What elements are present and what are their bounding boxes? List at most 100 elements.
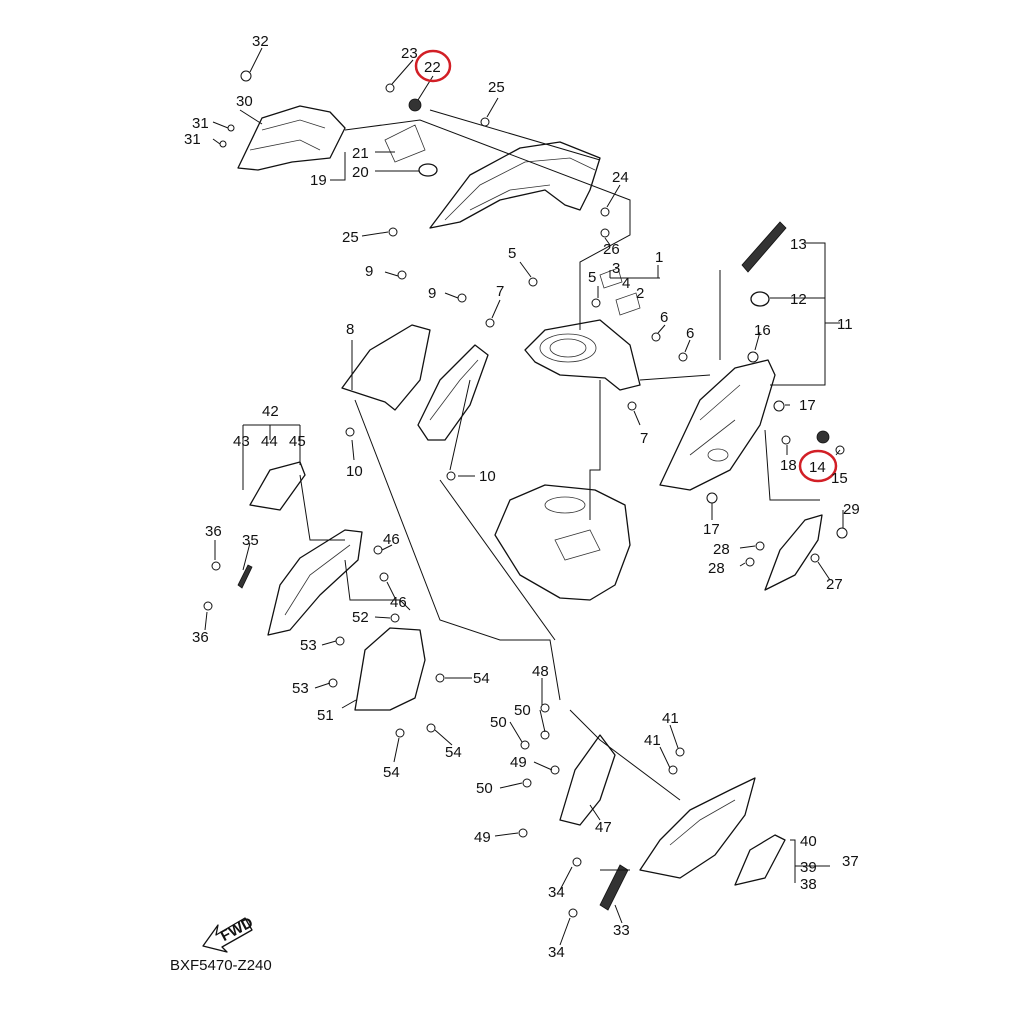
fasteners xyxy=(203,70,848,918)
label-7: 7 xyxy=(640,430,648,447)
label-21: 21 xyxy=(352,145,369,162)
label-48: 48 xyxy=(532,663,549,680)
label-27: 27 xyxy=(826,576,843,593)
label-40: 40 xyxy=(800,833,817,850)
part-33-spring xyxy=(599,864,629,911)
label-53: 53 xyxy=(292,680,309,697)
part-1-center-bracket xyxy=(524,319,641,391)
highlight-circle-22 xyxy=(414,49,452,83)
part-40-grille xyxy=(734,834,786,886)
fwd-label: FWD xyxy=(218,914,256,945)
part-20-grommet xyxy=(418,163,438,177)
part-35-spring xyxy=(237,564,253,589)
label-36: 36 xyxy=(192,629,209,646)
label-10: 10 xyxy=(346,463,363,480)
label-53: 53 xyxy=(300,637,317,654)
label-49: 49 xyxy=(474,829,491,846)
label-36: 36 xyxy=(205,523,222,540)
label-38: 38 xyxy=(800,876,817,893)
part-3-panel xyxy=(599,267,623,289)
label-41: 41 xyxy=(644,732,661,749)
label-33: 33 xyxy=(613,922,630,939)
label-16: 16 xyxy=(754,322,771,339)
label-17: 17 xyxy=(703,521,720,538)
dashed-assembly-lines xyxy=(299,109,820,871)
part-42-grille xyxy=(249,461,306,511)
part-37-cover xyxy=(639,777,756,879)
label-54: 54 xyxy=(445,744,462,761)
label-39: 39 xyxy=(800,859,817,876)
fuel-tank xyxy=(494,484,631,601)
callout-labels: 32 23 22 25 30 31 31 21 20 19 24 25 26 5… xyxy=(170,33,860,974)
label-54: 54 xyxy=(473,670,490,687)
label-6: 6 xyxy=(686,325,694,342)
label-52: 52 xyxy=(352,609,369,626)
part-30-cover xyxy=(237,105,346,171)
label-32: 32 xyxy=(252,33,269,50)
label-50: 50 xyxy=(490,714,507,731)
fwd-arrow-icon: FWD xyxy=(202,914,256,953)
label-26: 26 xyxy=(603,241,620,258)
label-47: 47 xyxy=(595,819,612,836)
label-44: 44 xyxy=(261,433,278,450)
label-31: 31 xyxy=(192,115,209,132)
label-35: 35 xyxy=(242,532,259,549)
label-13: 13 xyxy=(790,236,807,253)
label-25: 25 xyxy=(488,79,505,96)
label-34: 34 xyxy=(548,944,565,961)
label-42: 42 xyxy=(262,403,279,420)
label-18: 18 xyxy=(780,457,797,474)
label-45: 45 xyxy=(289,433,306,450)
label-43: 43 xyxy=(233,433,250,450)
part-8-left-cover xyxy=(341,324,489,441)
label-8: 8 xyxy=(346,321,354,338)
label-20: 20 xyxy=(352,164,369,181)
label-11: 11 xyxy=(837,316,853,333)
part-2-panel xyxy=(615,292,641,316)
label-15: 15 xyxy=(831,470,848,487)
label-6: 6 xyxy=(660,309,668,326)
leader-lines xyxy=(204,47,844,946)
label-28: 28 xyxy=(713,541,730,558)
label-34: 34 xyxy=(548,884,565,901)
diagram-code: BXF5470-Z240 xyxy=(170,957,272,974)
label-50: 50 xyxy=(514,702,531,719)
label-7: 7 xyxy=(496,283,504,300)
part-19-front-cowl xyxy=(429,141,601,229)
label-31: 31 xyxy=(184,131,201,148)
label-3: 3 xyxy=(612,260,620,277)
part-12-ring xyxy=(750,291,770,307)
part-21-panel xyxy=(384,124,426,163)
label-14: 14 xyxy=(809,459,826,476)
label-50: 50 xyxy=(476,780,493,797)
label-37: 37 xyxy=(842,853,859,870)
label-2: 2 xyxy=(636,285,644,302)
label-46: 46 xyxy=(390,594,407,611)
label-49: 49 xyxy=(510,754,527,771)
part-11-right-cover xyxy=(659,359,776,491)
label-9: 9 xyxy=(428,285,436,302)
label-29: 29 xyxy=(843,501,860,518)
highlight-circle-14 xyxy=(798,449,838,483)
label-22: 22 xyxy=(424,59,441,76)
label-1: 1 xyxy=(655,249,663,266)
label-9: 9 xyxy=(365,263,373,280)
label-24: 24 xyxy=(612,169,629,186)
label-46: 46 xyxy=(383,531,400,548)
label-17: 17 xyxy=(799,397,816,414)
label-23: 23 xyxy=(401,45,418,62)
label-5: 5 xyxy=(588,269,596,286)
part-51-cover xyxy=(354,627,426,711)
label-54: 54 xyxy=(383,764,400,781)
label-5: 5 xyxy=(508,245,516,262)
label-4: 4 xyxy=(622,275,630,292)
part-13-emblem xyxy=(741,221,787,273)
label-12: 12 xyxy=(790,291,807,308)
part-47-bracket xyxy=(559,734,616,826)
label-30: 30 xyxy=(236,93,253,110)
label-41: 41 xyxy=(662,710,679,727)
label-25: 25 xyxy=(342,229,359,246)
part-27-panel xyxy=(764,514,823,591)
label-10: 10 xyxy=(479,468,496,485)
